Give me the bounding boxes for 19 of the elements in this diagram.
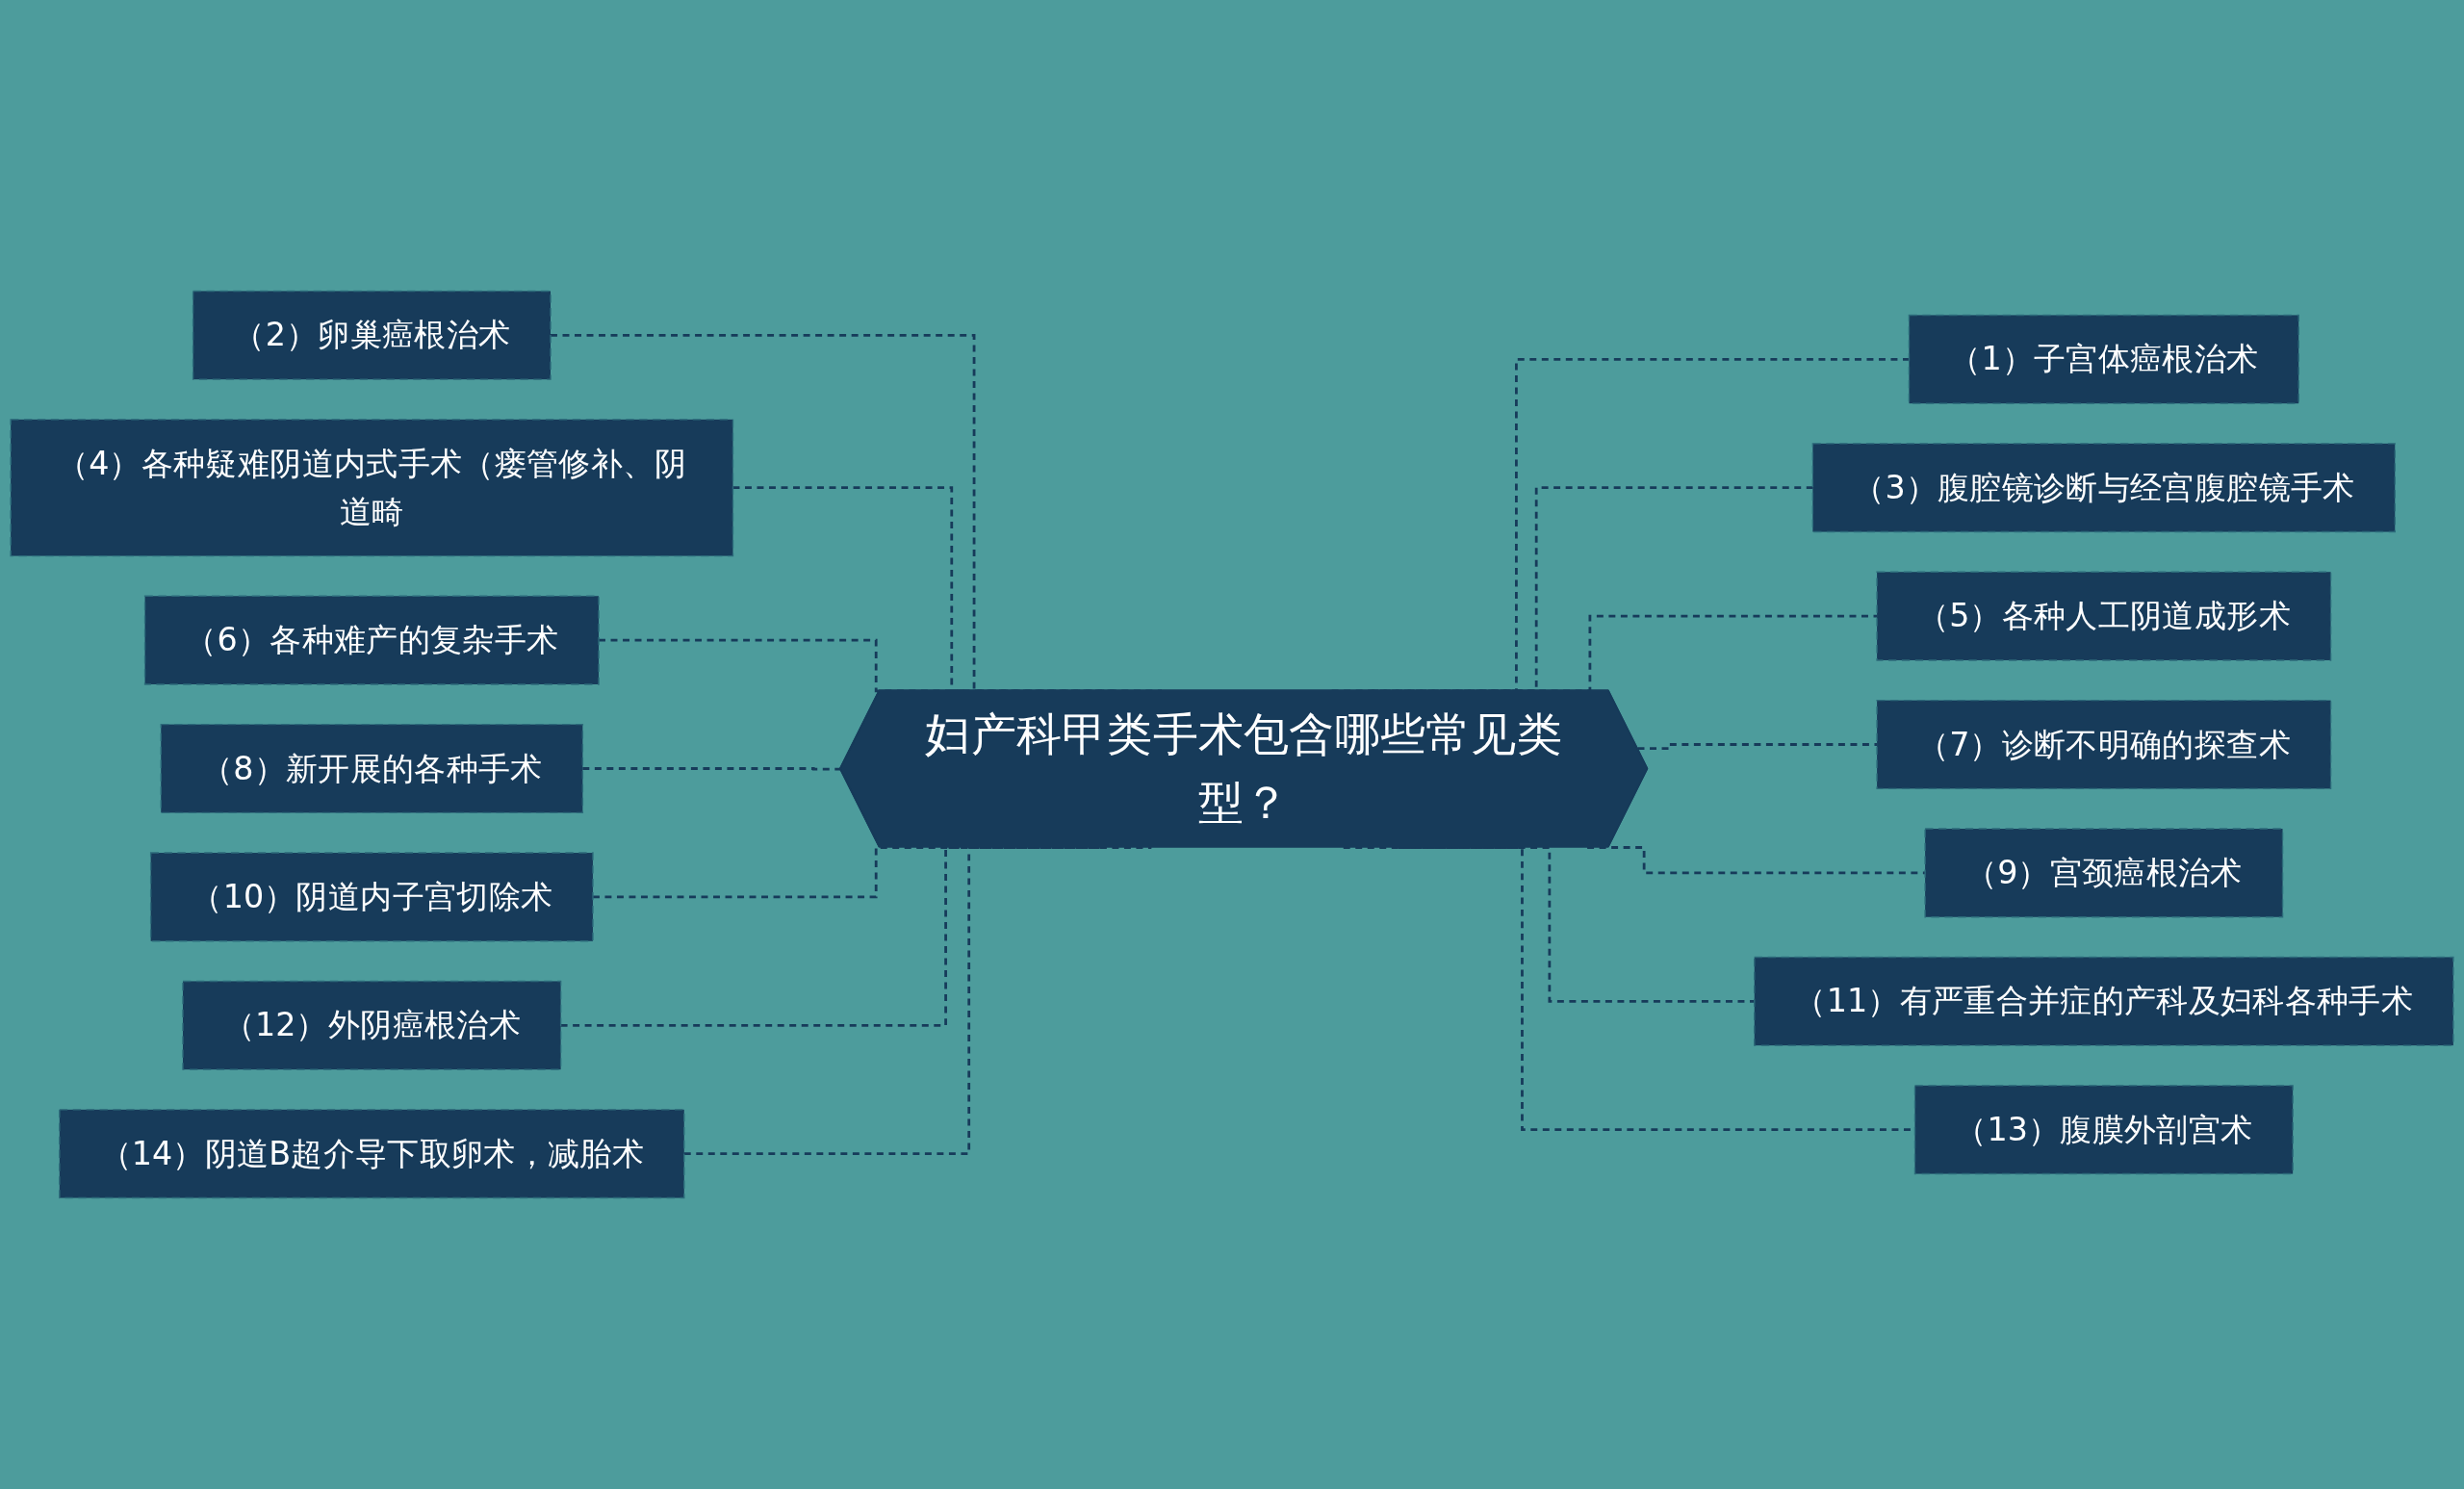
connector [1587, 846, 1926, 875]
node-box: （13）腹膜外剖宫术 [1913, 1085, 2294, 1175]
node-box: （4）各种疑难阴道内式手术（瘘管修补、阴道畸 [10, 419, 734, 557]
node-box: （2）卵巢癌根治术 [192, 290, 552, 380]
node-box: （9）宫颈癌根治术 [1924, 828, 2284, 918]
connector [1398, 846, 1755, 1003]
node-box: （3）腹腔镜诊断与经宫腹腔镜手术 [1811, 443, 2396, 533]
node-box: （7）诊断不明确的探查术 [1876, 699, 2332, 790]
node-box: （11）有严重合并症的产科及妇科各种手术 [1754, 956, 2454, 1046]
node-box: （6）各种难产的复杂手术 [143, 595, 600, 685]
connector [1637, 743, 1878, 751]
node-box: （12）外阴癌根治术 [182, 980, 562, 1070]
connector [683, 846, 1152, 1156]
connector [582, 767, 841, 771]
node-box: （10）阴道内子宫切除术 [149, 852, 594, 942]
node-box: （5）各种人工阴道成形术 [1876, 571, 2332, 661]
node-box: （14）阴道B超介导下取卵术，减胎术 [59, 1109, 685, 1199]
node-box: （8）新开展的各种手术 [160, 723, 584, 814]
node-box: （1）子宫体癌根治术 [1908, 314, 2299, 404]
